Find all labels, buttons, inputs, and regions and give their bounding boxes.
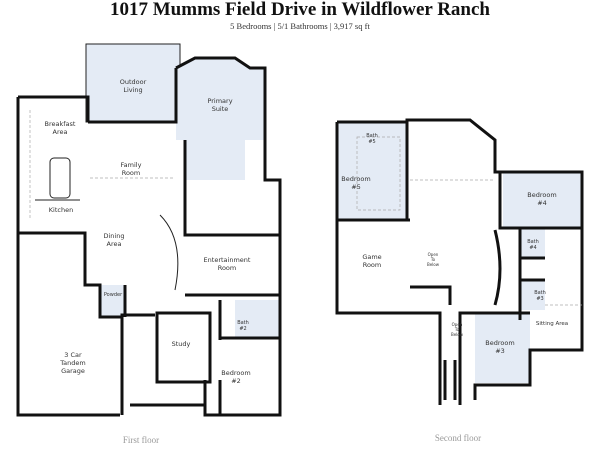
bath3-area	[520, 280, 545, 310]
page-title: 1017 Mumms Field Drive in Wildflower Ran…	[110, 0, 490, 20]
bath4-area	[520, 228, 545, 258]
bedroom3-area	[475, 313, 530, 383]
bath5-label: Bath#5	[366, 133, 378, 145]
bath3-label: Bath#3	[534, 290, 546, 302]
kitchen-label: Kitchen	[49, 206, 73, 214]
bedroom2-label: Bedroom#2	[221, 369, 250, 385]
bath2-area	[235, 300, 280, 338]
first-floor-caption: First floor	[123, 435, 159, 445]
primary-bath-area	[185, 140, 245, 180]
powder-area	[100, 285, 125, 317]
powder-label: Powder	[104, 292, 123, 298]
sitting-area-label: Sitting Area	[536, 321, 568, 327]
bedroom4-label: Bedroom#4	[527, 191, 556, 207]
outdoor-living-area	[86, 44, 180, 122]
page-subtitle: 5 Bedrooms | 5/1 Bathrooms | 3,917 sq ft	[230, 21, 370, 31]
bedroom5-label: Bedroom#5	[341, 175, 370, 191]
bedroom3-label: Bedroom#3	[485, 339, 514, 355]
bedroom4-area	[503, 172, 582, 227]
second-floor-caption: Second floor	[435, 433, 481, 443]
bath4-label: Bath#4	[527, 239, 539, 251]
bath2-label: Bath#2	[237, 320, 249, 332]
primary-suite-area	[176, 58, 265, 140]
study-label: Study	[172, 340, 191, 348]
bedroom5-area	[337, 122, 407, 220]
